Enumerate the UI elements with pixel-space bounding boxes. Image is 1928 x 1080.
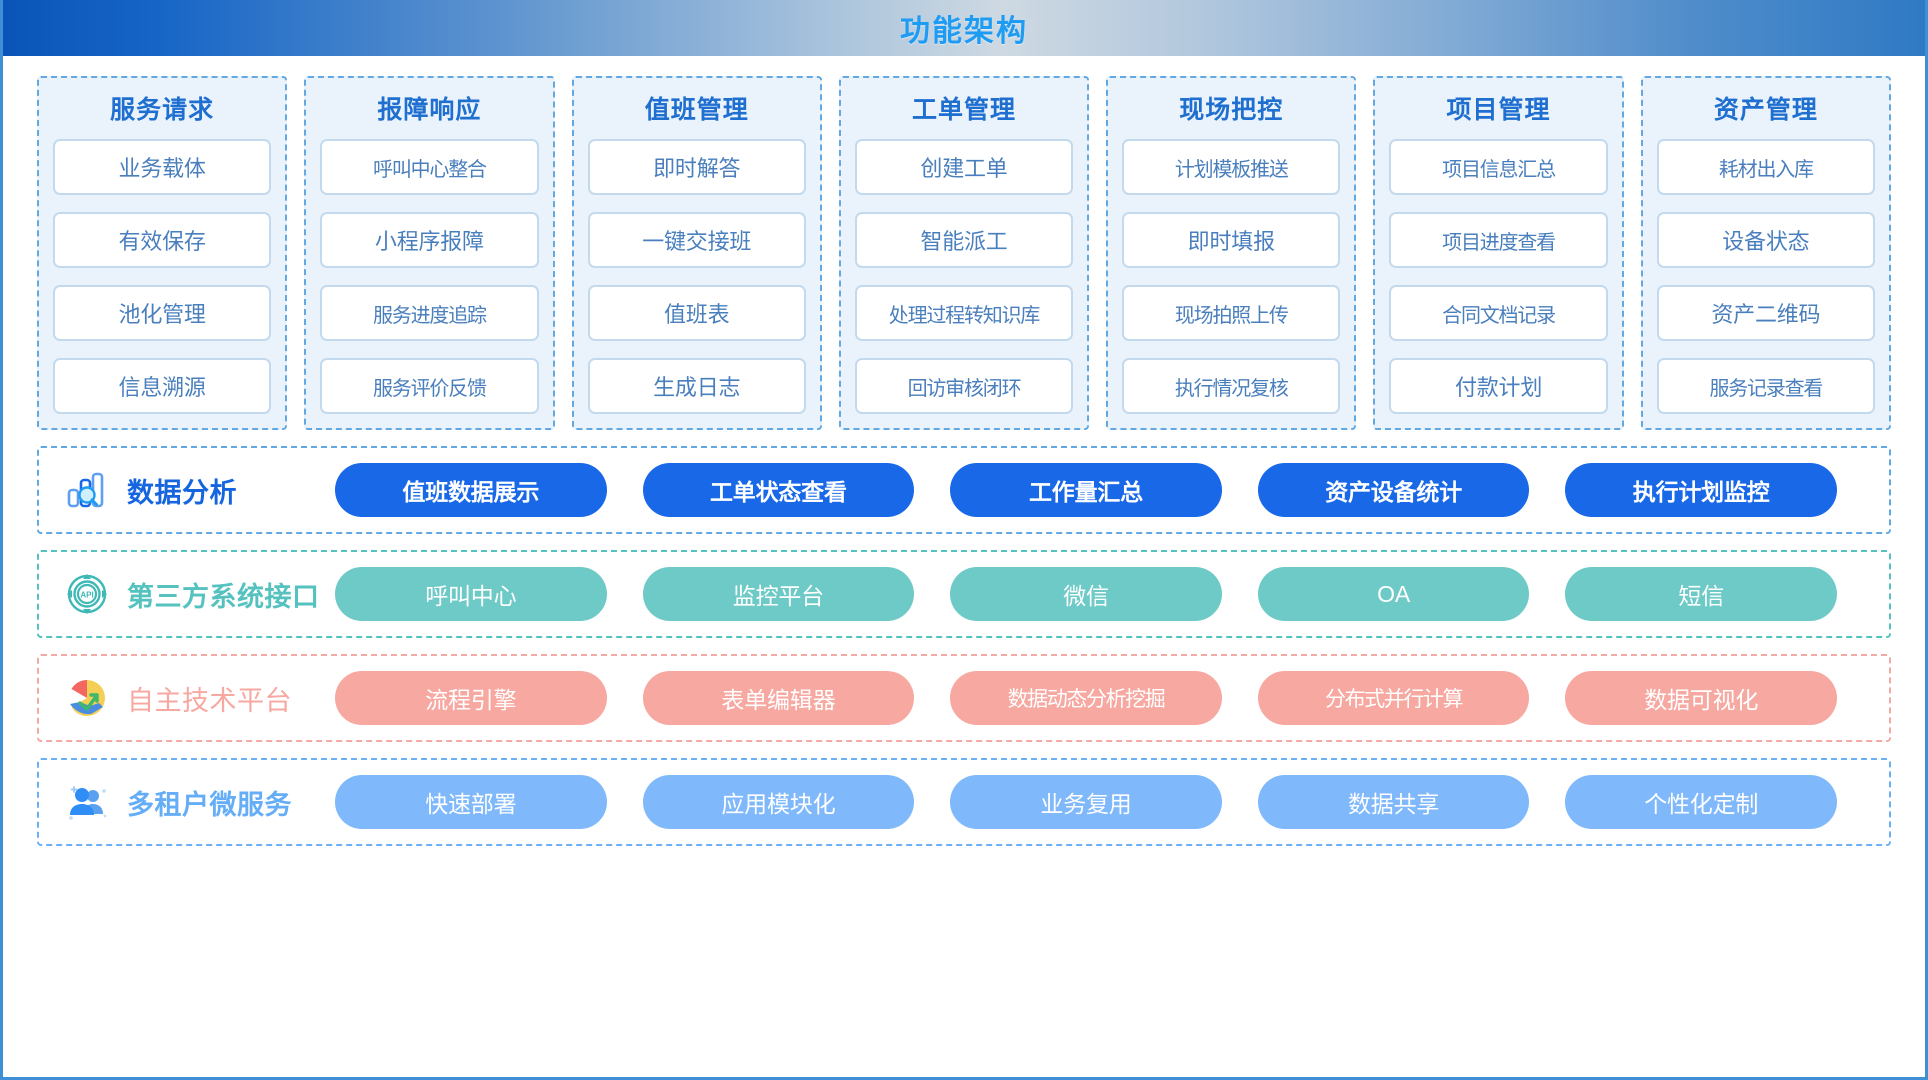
api-badge-icon: API	[61, 568, 113, 620]
column-title: 值班管理	[644, 96, 749, 124]
column-item[interactable]: 项目信息汇总	[1389, 139, 1608, 195]
layer-pill[interactable]: 执行计划监控	[1565, 463, 1837, 517]
layer-pill[interactable]: 流程引擎	[335, 671, 607, 725]
layer-pill[interactable]: 表单编辑器	[642, 671, 915, 725]
module-column-asset-management[interactable]: 资产管理 耗材出入库 设备状态 资产二维码 服务记录查看	[1640, 76, 1891, 430]
column-title: 报障响应	[377, 96, 482, 124]
layer-pill[interactable]: 监控平台	[642, 567, 915, 621]
users-group-icon	[61, 776, 113, 828]
column-item[interactable]: 服务进度追踪	[320, 285, 539, 341]
layer-pill-list: 快速部署 应用模块化 业务复用 数据共享 个性化定制	[335, 775, 1889, 829]
layer-independent-tech-platform[interactable]: 自主技术平台 流程引擎 表单编辑器 数据动态分析挖掘 分布式并行计算 数据可视化	[37, 654, 1891, 742]
page-header-banner: 功能架构	[3, 0, 1925, 56]
layer-pill[interactable]: 数据可视化	[1565, 671, 1837, 725]
column-title: 现场把控	[1179, 96, 1284, 124]
column-item[interactable]: 耗材出入库	[1656, 139, 1875, 195]
layer-pill[interactable]: 数据共享	[1257, 775, 1530, 829]
column-item[interactable]: 合同文档记录	[1389, 285, 1608, 341]
layer-pill[interactable]: 短信	[1565, 567, 1837, 621]
column-item[interactable]: 回访审核闭环	[854, 358, 1074, 414]
layer-third-party-interface[interactable]: API 第三方系统接口 呼叫中心 监控平台 微信 OA 短信	[37, 550, 1891, 638]
layer-pill[interactable]: 应用模块化	[642, 775, 915, 829]
column-item[interactable]: 即时填报	[1122, 212, 1341, 268]
column-item[interactable]: 值班表	[587, 285, 806, 341]
column-item[interactable]: 智能派工	[854, 212, 1074, 268]
column-item-list: 即时解答 一键交接班 值班表 生成日志	[587, 139, 806, 414]
column-item[interactable]: 计划模板推送	[1122, 139, 1341, 195]
column-item[interactable]: 处理过程转知识库	[854, 285, 1074, 341]
column-item[interactable]: 即时解答	[587, 139, 806, 195]
column-title: 工单管理	[911, 96, 1016, 124]
module-column-duty-management[interactable]: 值班管理 即时解答 一键交接班 值班表 生成日志	[571, 76, 822, 430]
column-item[interactable]: 设备状态	[1656, 212, 1875, 268]
layer-pill[interactable]: 工作量汇总	[950, 463, 1222, 517]
layer-pill[interactable]: 数据动态分析挖掘	[950, 671, 1222, 725]
layer-pill[interactable]: 快速部署	[335, 775, 607, 829]
module-column-service-request[interactable]: 服务请求 业务载体 有效保存 池化管理 信息溯源	[37, 76, 288, 430]
column-item-list: 创建工单 智能派工 处理过程转知识库 回访审核闭环	[854, 139, 1074, 414]
layer-pill-list: 流程引擎 表单编辑器 数据动态分析挖掘 分布式并行计算 数据可视化	[335, 671, 1889, 725]
column-item-list: 计划模板推送 即时填报 现场拍照上传 执行情况复核	[1122, 139, 1341, 414]
column-item[interactable]: 项目进度查看	[1389, 212, 1608, 268]
svg-text:API: API	[80, 591, 93, 600]
layer-label: 多租户微服务	[127, 789, 292, 820]
layer-pill[interactable]: 资产设备统计	[1257, 463, 1530, 517]
column-item[interactable]: 业务载体	[53, 139, 272, 195]
diagram-body: 服务请求 业务载体 有效保存 池化管理 信息溯源 报障响应 呼叫中心整合 小程序…	[3, 56, 1925, 878]
module-column-project-management[interactable]: 项目管理 项目信息汇总 项目进度查看 合同文档记录 付款计划	[1373, 76, 1624, 430]
layer-pill-list: 值班数据展示 工单状态查看 工作量汇总 资产设备统计 执行计划监控	[335, 463, 1889, 517]
layer-label: 自主技术平台	[127, 685, 292, 716]
layer-data-analysis[interactable]: 数据分析 值班数据展示 工单状态查看 工作量汇总 资产设备统计 执行计划监控	[37, 446, 1891, 534]
layer-pill-list: 呼叫中心 监控平台 微信 OA 短信	[335, 567, 1889, 621]
column-item[interactable]: 服务记录查看	[1656, 358, 1875, 414]
layer-pill[interactable]: 呼叫中心	[335, 567, 607, 621]
layer-pill[interactable]: 业务复用	[950, 775, 1222, 829]
column-item[interactable]: 生成日志	[587, 358, 806, 414]
column-item[interactable]: 呼叫中心整合	[320, 139, 539, 195]
module-columns: 服务请求 业务载体 有效保存 池化管理 信息溯源 报障响应 呼叫中心整合 小程序…	[37, 76, 1891, 430]
column-item[interactable]: 池化管理	[53, 285, 272, 341]
column-item-list: 业务载体 有效保存 池化管理 信息溯源	[53, 139, 272, 414]
platform-pie-hand-icon	[61, 672, 113, 724]
column-item[interactable]: 资产二维码	[1656, 285, 1875, 341]
column-title: 服务请求	[110, 96, 215, 124]
column-item[interactable]: 一键交接班	[587, 212, 806, 268]
layer-pill[interactable]: 值班数据展示	[335, 463, 607, 517]
page-title: 功能架构	[900, 15, 1028, 48]
column-item[interactable]: 执行情况复核	[1122, 358, 1341, 414]
column-item-list: 项目信息汇总 项目进度查看 合同文档记录 付款计划	[1389, 139, 1608, 414]
column-item[interactable]: 创建工单	[854, 139, 1074, 195]
bar-chart-analysis-icon	[61, 464, 113, 516]
platform-layers: 数据分析 值班数据展示 工单状态查看 工作量汇总 资产设备统计 执行计划监控	[37, 446, 1891, 846]
column-item[interactable]: 服务评价反馈	[320, 358, 539, 414]
column-item[interactable]: 付款计划	[1389, 358, 1608, 414]
column-item-list: 耗材出入库 设备状态 资产二维码 服务记录查看	[1656, 139, 1875, 414]
layer-pill[interactable]: 工单状态查看	[642, 463, 915, 517]
layer-label: 第三方系统接口	[127, 581, 320, 612]
module-column-work-order[interactable]: 工单管理 创建工单 智能派工 处理过程转知识库 回访审核闭环	[838, 76, 1090, 430]
layer-pill[interactable]: OA	[1257, 567, 1530, 621]
layer-pill[interactable]: 个性化定制	[1565, 775, 1837, 829]
column-item[interactable]: 有效保存	[53, 212, 272, 268]
module-column-fault-response[interactable]: 报障响应 呼叫中心整合 小程序报障 服务进度追踪 服务评价反馈	[304, 76, 555, 430]
column-item[interactable]: 小程序报障	[320, 212, 539, 268]
column-title: 项目管理	[1446, 96, 1551, 124]
module-column-site-control[interactable]: 现场把控 计划模板推送 即时填报 现场拍照上传 执行情况复核	[1106, 76, 1357, 430]
layer-pill[interactable]: 微信	[950, 567, 1222, 621]
layer-pill[interactable]: 分布式并行计算	[1257, 671, 1530, 725]
column-item-list: 呼叫中心整合 小程序报障 服务进度追踪 服务评价反馈	[320, 139, 539, 414]
column-item[interactable]: 信息溯源	[53, 358, 272, 414]
column-item[interactable]: 现场拍照上传	[1122, 285, 1341, 341]
layer-label: 数据分析	[127, 477, 237, 508]
column-title: 资产管理	[1713, 96, 1818, 124]
layer-multi-tenant-microservice[interactable]: 多租户微服务 快速部署 应用模块化 业务复用 数据共享 个性化定制	[37, 758, 1891, 846]
